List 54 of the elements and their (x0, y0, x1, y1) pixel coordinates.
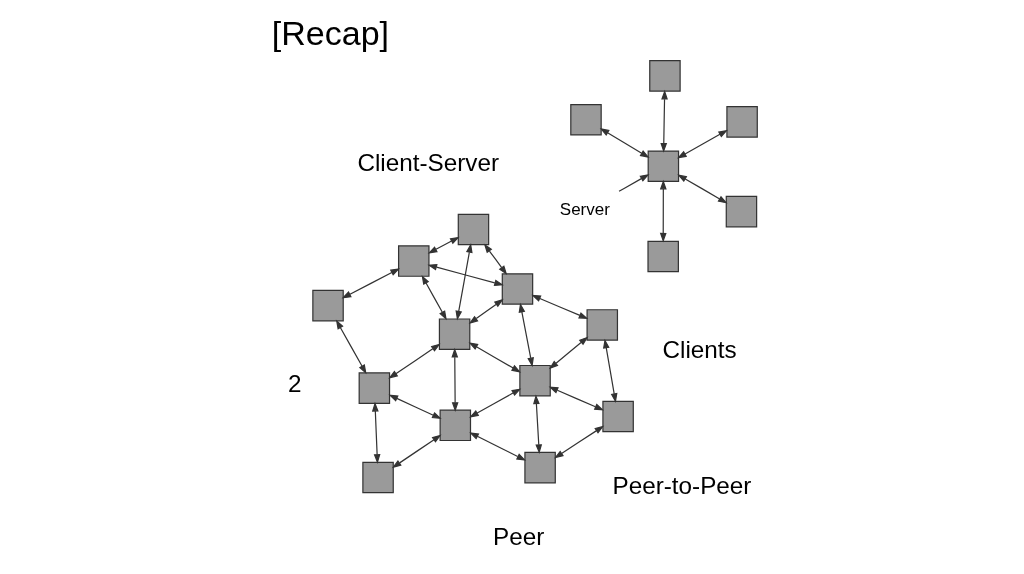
node-box (586, 309, 619, 341)
arrow (469, 432, 527, 461)
arrow (660, 89, 668, 153)
node-box (647, 150, 680, 182)
node-box (312, 289, 344, 322)
node-box (570, 104, 602, 136)
arrow (599, 127, 650, 158)
arrow (388, 394, 442, 420)
arrow (676, 129, 728, 159)
diagram-title: [Recap] (271, 14, 390, 53)
node-box (647, 240, 679, 273)
arrow (602, 338, 618, 404)
arrow (421, 274, 447, 321)
node-box (524, 451, 556, 484)
arrow (518, 302, 534, 368)
node-box (649, 60, 681, 92)
label: Peer-to-Peer (612, 471, 752, 499)
arrow (553, 425, 605, 459)
node-box (362, 461, 394, 494)
arrow (427, 236, 460, 254)
arrow (451, 347, 459, 412)
arrow (341, 268, 401, 299)
arrow (618, 174, 650, 192)
node-box (398, 245, 430, 277)
arrow (531, 294, 589, 320)
node-box (602, 400, 634, 433)
node-box (358, 372, 391, 404)
node-box (457, 213, 490, 246)
label: Client-Server (357, 148, 500, 176)
arrow (469, 388, 522, 418)
arrow (335, 319, 367, 375)
label: 2 (287, 369, 302, 397)
node-box (519, 364, 551, 397)
label: Clients (662, 335, 737, 363)
arrow (548, 336, 589, 370)
arrow (468, 298, 504, 325)
node-box (438, 318, 471, 350)
arrow (371, 401, 381, 464)
arrow (468, 342, 522, 373)
arrow (388, 343, 441, 379)
node-text: Server (559, 200, 610, 220)
arrow (548, 386, 605, 411)
node-box (439, 409, 472, 442)
node-box (726, 106, 758, 138)
arrow (427, 263, 504, 287)
arrow (455, 243, 473, 321)
arrow (533, 394, 543, 455)
arrow (391, 434, 442, 469)
arrow (659, 179, 667, 243)
label: Peer (493, 522, 545, 550)
node-box (725, 195, 758, 228)
arrow (483, 243, 508, 276)
arrow (677, 174, 728, 204)
node-box (501, 273, 534, 305)
